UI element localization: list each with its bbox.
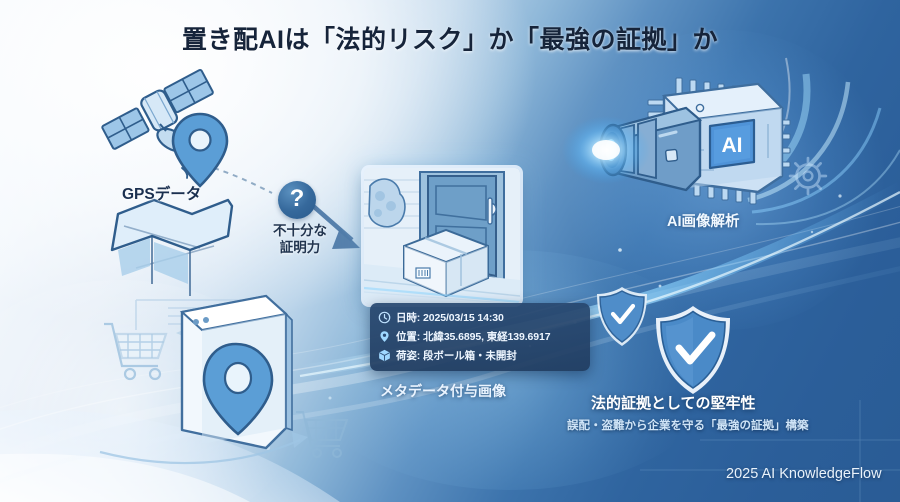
weak-proof-line-1: 不十分な <box>273 223 327 238</box>
ai-analysis-label: AI画像解析 <box>667 214 740 230</box>
package-box <box>403 228 489 298</box>
shield-small-icon <box>597 287 647 346</box>
metadata-row: 位置: 北緯35.6895, 東経139.6917 <box>378 327 582 346</box>
shopping-cart-icon-secondary <box>296 411 349 458</box>
legal-strength-label: 法的証拠としての堅牢性 <box>591 395 756 412</box>
folded-map-icon <box>110 198 234 296</box>
weak-proof-label: 不十分な 証明力 <box>252 222 348 256</box>
weak-proof-line-2: 証明力 <box>279 240 321 255</box>
metadata-card: 日時: 2025/03/15 14:30 位置: 北緯35.6895, 東経13… <box>370 303 590 371</box>
camera-lens-icon <box>562 106 703 192</box>
map-pin-icon <box>171 112 229 188</box>
delivery-photo-card <box>364 168 520 304</box>
question-badge: ? <box>278 181 316 219</box>
shopping-cart-icon <box>104 322 168 381</box>
gear-icon <box>788 156 828 196</box>
package-icon <box>379 349 390 362</box>
shield-large-icon <box>656 306 730 394</box>
page-title: 置き配AIは「法的リスク」か「最強の証拠」か <box>181 26 718 54</box>
question-mark-icon: ? <box>289 185 305 212</box>
metadata-row-text: 位置: 北緯35.6895, 東経139.6917 <box>396 331 551 343</box>
metadata-row-text: 日時: 2025/03/15 14:30 <box>396 312 504 324</box>
legal-strength-sublabel: 誤配・盗難から企業を守る「最強の証拠」構築 <box>567 420 809 432</box>
clock-icon <box>378 311 391 324</box>
metadata-image-label: メタデータ付与画像 <box>380 383 506 399</box>
location-card-device <box>179 294 293 450</box>
metadata-row-text: 荷姿: 段ボール箱・未開封 <box>396 350 517 362</box>
metadata-row: 荷姿: 段ボール箱・未開封 <box>378 346 582 365</box>
location-icon <box>380 331 389 342</box>
door-package-illustration <box>364 168 520 304</box>
gps-data-label: GPSデータ <box>122 186 202 203</box>
metadata-row: 日時: 2025/03/15 14:30 <box>378 308 582 327</box>
footer-brand: 2025 AI KnowledgeFlow <box>726 466 882 482</box>
ai-chip-square: AI <box>708 118 756 170</box>
chip-ai-text: AI <box>722 134 743 157</box>
